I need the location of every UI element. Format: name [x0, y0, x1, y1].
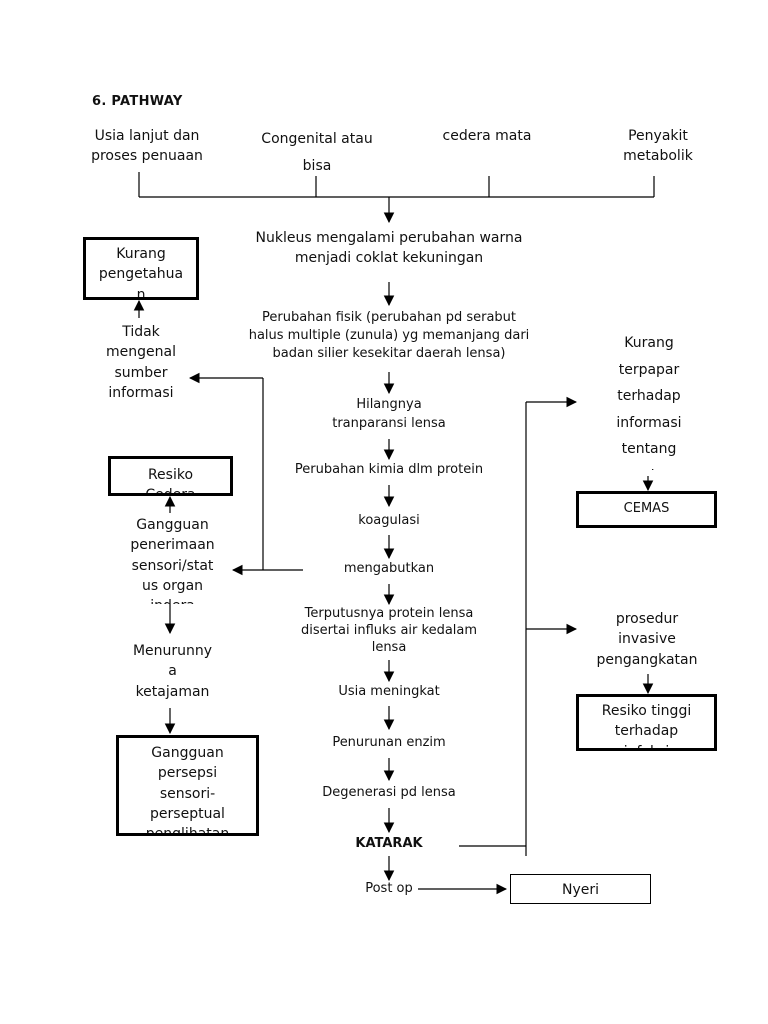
node-mengabutkan: mengabutkan	[343, 561, 435, 576]
node-menurunnya-ketajaman: Menurunny a ketajaman	[132, 643, 213, 700]
cause-cedera-mata: cedera mata	[442, 128, 532, 144]
cause-penyakit-metabolik: Penyakit metabolik	[623, 128, 693, 165]
node-koagulasi: koagulasi	[358, 513, 420, 528]
node-penurunan-enzim: Penurunan enzim	[332, 735, 446, 750]
node-usia-meningkat: Usia meningkat	[338, 684, 440, 699]
node-tidak-mengenal-sumber: Tidak mengenal sumber informasi	[106, 324, 176, 401]
node-terputusnya-protein: Terputusnya protein lensa disertai influ…	[300, 606, 478, 655]
diagnosis-nyeri: Nyeri	[510, 874, 651, 904]
diagnosis-gangguan-persepsi: Gangguan persepsi sensori- perseptual pe…	[116, 735, 259, 836]
node-perubahan-fisik: Perubahan fisik (perubahan pd serabut ha…	[248, 310, 530, 361]
diagnosis-kurang-pengetahuan: Kurang pengetahua n	[83, 237, 199, 300]
node-gangguan-penerimaan: Gangguan penerimaan sensori/stat us orga…	[130, 517, 215, 604]
page-heading: 6. PATHWAY	[92, 94, 183, 109]
node-perubahan-kimia: Perubahan kimia dlm protein	[294, 462, 484, 477]
diagnosis-resiko-infeksi: Resiko tinggi terhadap infeksi	[576, 694, 717, 751]
cause-congenital: Congenital atau bisa	[261, 131, 373, 174]
cause-usia-lanjut: Usia lanjut dan proses penuaan	[91, 128, 203, 165]
node-prosedur-invasive: prosedur invasive pengangkatan	[596, 611, 698, 668]
node-nukleus: Nukleus mengalami perubahan warna menjad…	[255, 230, 523, 267]
diagnosis-cemas: CEMAS	[576, 491, 717, 528]
node-post-op: Post op	[365, 881, 413, 896]
node-hilangnya-transparansi: Hilangnya tranparansi lensa	[332, 397, 446, 431]
node-katarak: KATARAK	[355, 836, 423, 851]
diagnosis-resiko-cedera: Resiko Cedera	[108, 456, 233, 496]
node-degenerasi-lensa: Degenerasi pd lensa	[322, 785, 456, 800]
node-kurang-terpapar: Kurang terpapar terhadap informasi tenta…	[607, 335, 691, 470]
